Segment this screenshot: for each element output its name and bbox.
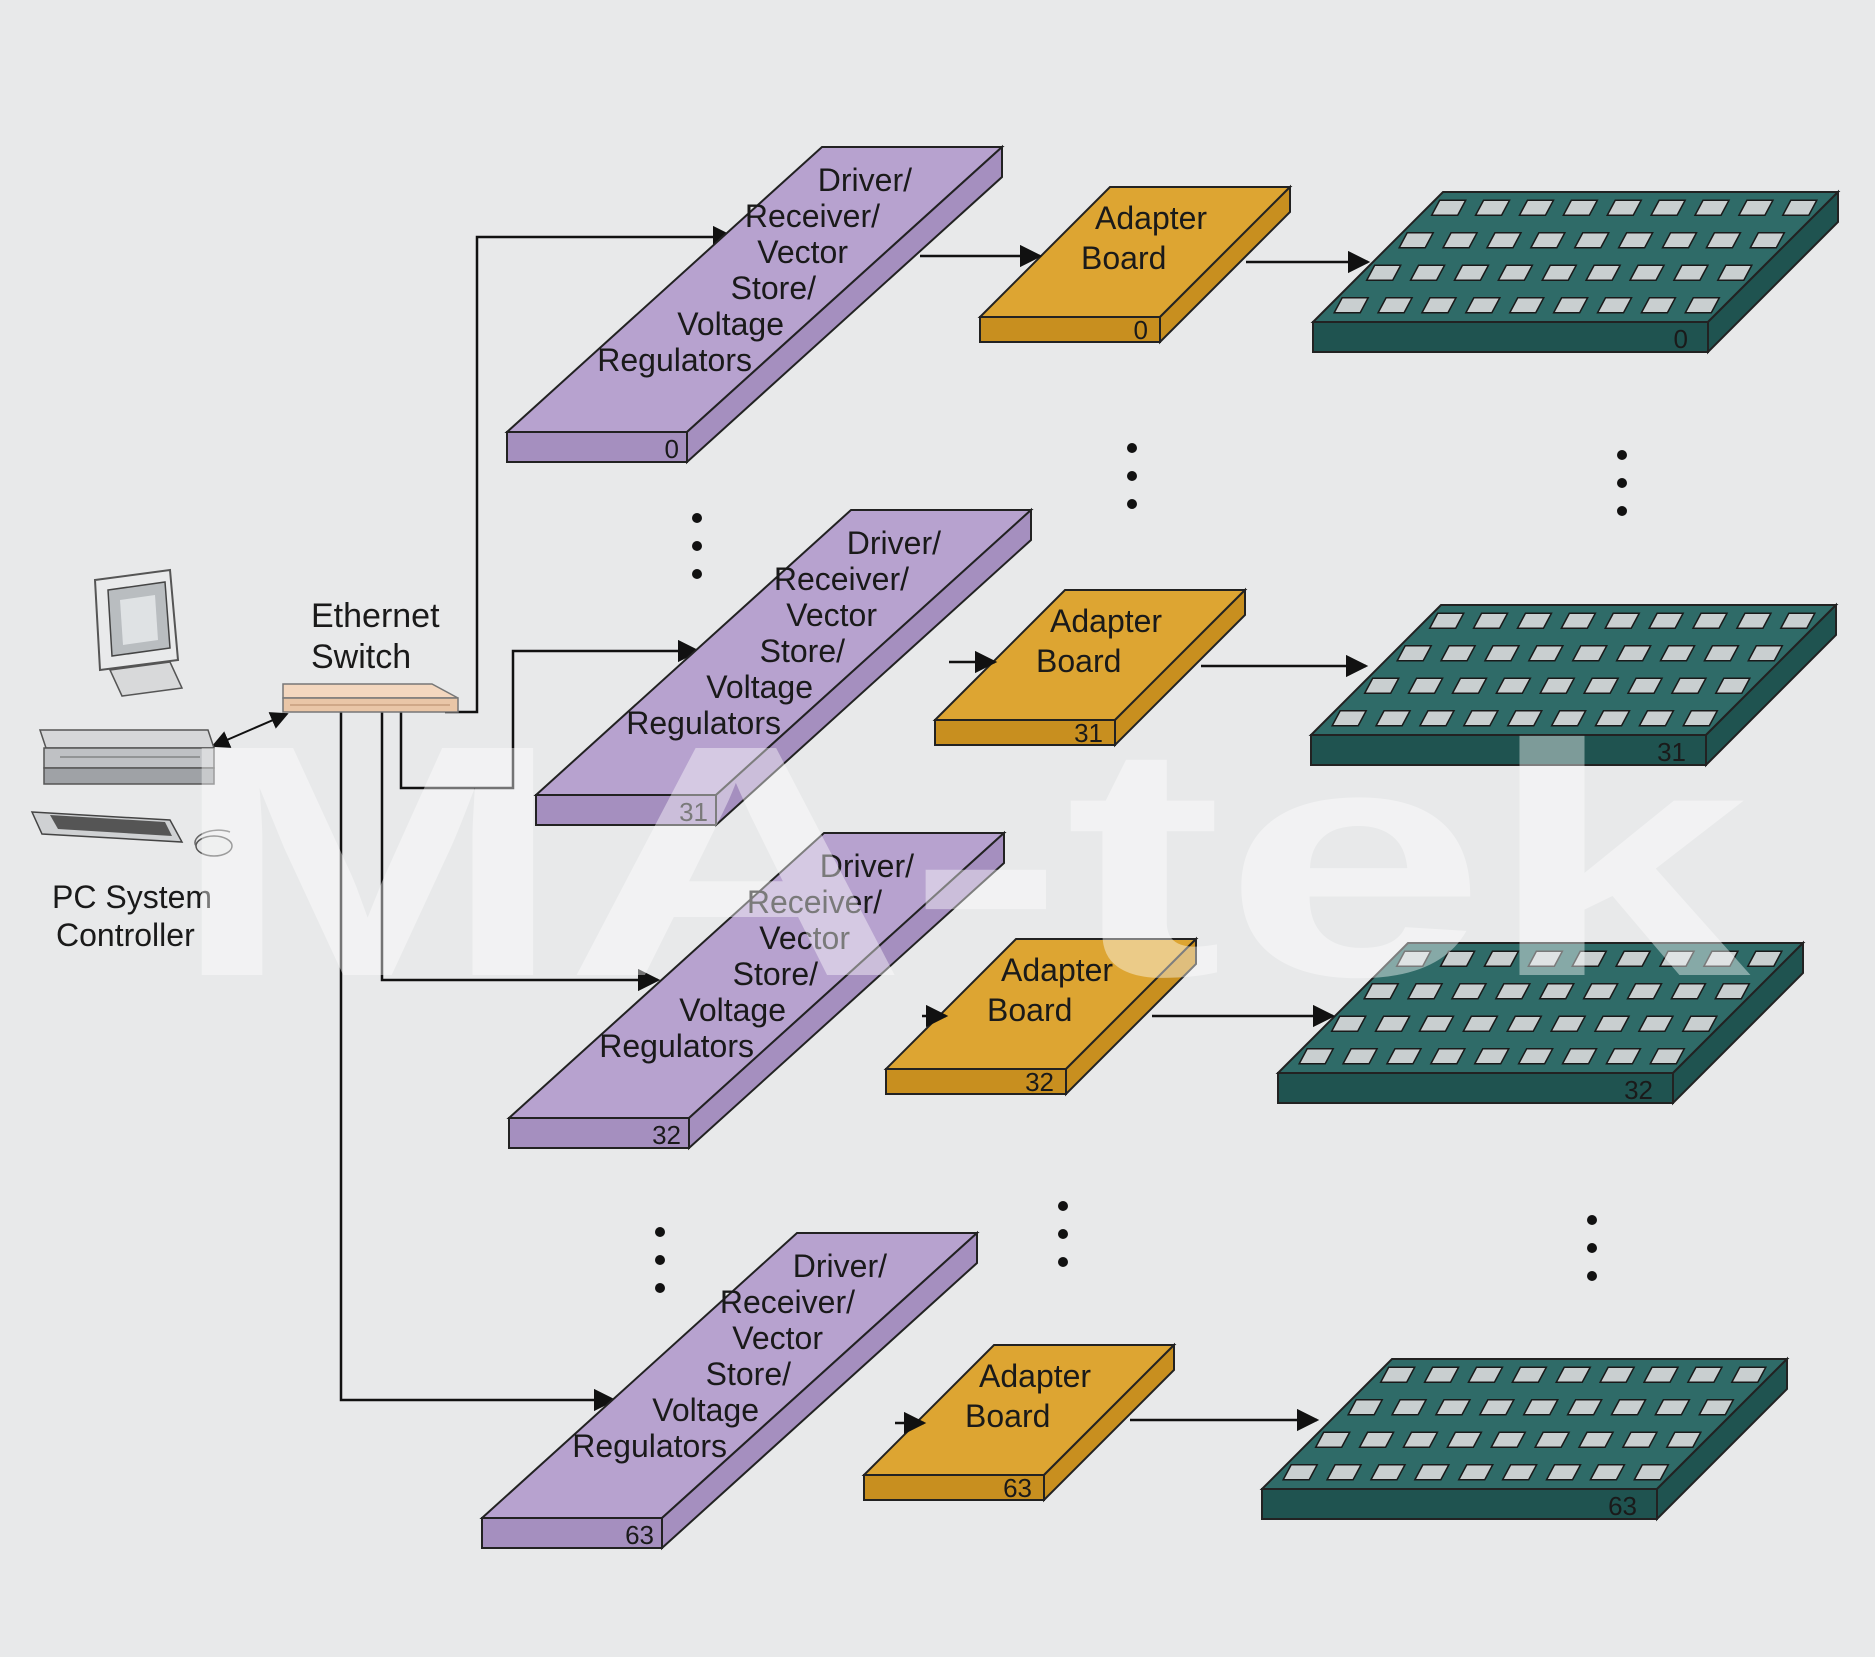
link-to-driver-32	[380, 712, 661, 992]
driver-board-index-0: 0	[665, 434, 679, 464]
device-tray-index-31: 31	[1657, 737, 1686, 767]
driver-board-label-line: Driver/	[820, 848, 914, 884]
driver-board-32	[506, 830, 1007, 1151]
device-tray-63	[1259, 1356, 1790, 1522]
driver-board-label-line: Driver/	[793, 1248, 887, 1284]
driver-board-0	[504, 144, 1005, 465]
device-tray-index-32: 32	[1624, 1075, 1653, 1105]
adapter-board-label-line: Board	[965, 1398, 1050, 1434]
driver-board-label-line: Voltage	[652, 1392, 759, 1428]
driver-board-63	[479, 1230, 980, 1551]
driver-board-index-32: 32	[652, 1120, 681, 1150]
link-to-driver-31	[399, 639, 701, 790]
driver-board-label-line: Regulators	[599, 1028, 754, 1064]
driver-board-label-line: Vector	[786, 597, 877, 633]
switch-label-line2: Switch	[311, 638, 411, 676]
ellipsis-adapter-lower	[1058, 1201, 1068, 1267]
driver-board-label-line: Vector	[759, 920, 850, 956]
adapter-board-32	[883, 936, 1199, 1097]
monitor-icon	[93, 568, 184, 697]
mouse-icon	[194, 829, 233, 857]
driver-board-label-line: Store/	[731, 270, 816, 306]
watermark-text: MA-tek	[170, 676, 1753, 1045]
ethernet-wiring	[339, 225, 736, 1412]
pc-to-switch-link	[211, 712, 289, 748]
adapter-board-label-line: Adapter	[1095, 200, 1207, 236]
driver-board-31	[533, 507, 1034, 828]
adapter-board-31	[932, 587, 1248, 748]
driver-board-label-line: Regulators	[626, 705, 781, 741]
channel-row-63: 63 Driver/Receiver/VectorStore/VoltageReg…	[479, 1230, 1790, 1551]
ellipsis-adapter-upper	[1127, 443, 1137, 509]
driver-board-label-line: Regulators	[597, 342, 752, 378]
driver-board-label-line: Receiver/	[774, 561, 909, 597]
channel-row-32: 32 Driver/Receiver/VectorStore/VoltageReg…	[506, 830, 1806, 1151]
continuation-dots	[655, 443, 1627, 1293]
adapter-board-index-63: 63	[1003, 1473, 1032, 1503]
adapter-board-label-line: Adapter	[1050, 603, 1162, 639]
adapter-board-label-line: Board	[1036, 643, 1121, 679]
driver-board-index-31: 31	[679, 797, 708, 827]
adapter-board-index-0: 0	[1134, 315, 1148, 345]
device-tray-31	[1308, 602, 1839, 768]
channel-row-31: 31 Driver/Receiver/VectorStore/VoltageReg…	[533, 507, 1839, 828]
driver-board-label-line: Receiver/	[720, 1284, 855, 1320]
controller-label-line1: PC System	[52, 879, 212, 915]
ellipsis-tray-upper	[1617, 450, 1627, 516]
ellipsis-tray-lower	[1587, 1215, 1597, 1281]
keyboard-icon	[30, 811, 184, 843]
controller-label-line2: Controller	[56, 917, 195, 953]
driver-board-label-line: Store/	[733, 956, 818, 992]
link-to-driver-0	[445, 225, 736, 714]
ellipsis-driver-upper	[692, 513, 702, 579]
pc-system-controller: PC System Controller	[30, 568, 233, 953]
computer-case-icon	[38, 729, 216, 785]
channel-rows: 0Driver/Receiver/VectorStore/VoltageRegu…	[479, 144, 1841, 1551]
driver-board-label-line: Driver/	[847, 525, 941, 561]
link-to-driver-63	[339, 712, 617, 1412]
device-tray-32	[1275, 940, 1806, 1106]
driver-board-label-line: Receiver/	[745, 198, 880, 234]
device-tray-0	[1310, 189, 1841, 355]
adapter-board-label-line: Board	[987, 992, 1072, 1028]
adapter-board-label-line: Adapter	[1001, 952, 1113, 988]
driver-board-index-63: 63	[625, 1520, 654, 1550]
device-sockets	[1281, 1366, 1768, 1481]
device-sockets	[1332, 199, 1819, 314]
adapter-board-index-32: 32	[1025, 1067, 1054, 1097]
adapter-board-label-line: Board	[1081, 240, 1166, 276]
driver-board-label-line: Driver/	[818, 162, 912, 198]
adapter-board-63	[861, 1342, 1177, 1503]
driver-board-label-line: Receiver/	[747, 884, 882, 920]
device-tray-index-63: 63	[1608, 1491, 1637, 1521]
driver-board-label-line: Vector	[757, 234, 848, 270]
driver-board-label-line: Voltage	[706, 669, 813, 705]
switch-label-line1: Ethernet	[311, 597, 440, 635]
driver-board-label-line: Voltage	[677, 306, 784, 342]
device-tray-index-0: 0	[1674, 324, 1688, 354]
driver-board-label-line: Voltage	[679, 992, 786, 1028]
driver-board-label-line: Vector	[732, 1320, 823, 1356]
adapter-board-0	[977, 184, 1293, 345]
device-sockets	[1330, 612, 1817, 727]
driver-board-label-line: Store/	[760, 633, 845, 669]
ethernet-switch: Ethernet Switch	[282, 597, 459, 713]
adapter-board-index-31: 31	[1074, 718, 1103, 748]
device-sockets	[1297, 950, 1784, 1065]
driver-board-label-line: Regulators	[572, 1428, 727, 1464]
ellipsis-driver-lower	[655, 1227, 665, 1293]
adapter-board-label-line: Adapter	[979, 1358, 1091, 1394]
driver-board-label-line: Store/	[706, 1356, 791, 1392]
channel-row-0: 0 Driver/Receiver/VectorStore/VoltageRegu…	[504, 144, 1841, 465]
